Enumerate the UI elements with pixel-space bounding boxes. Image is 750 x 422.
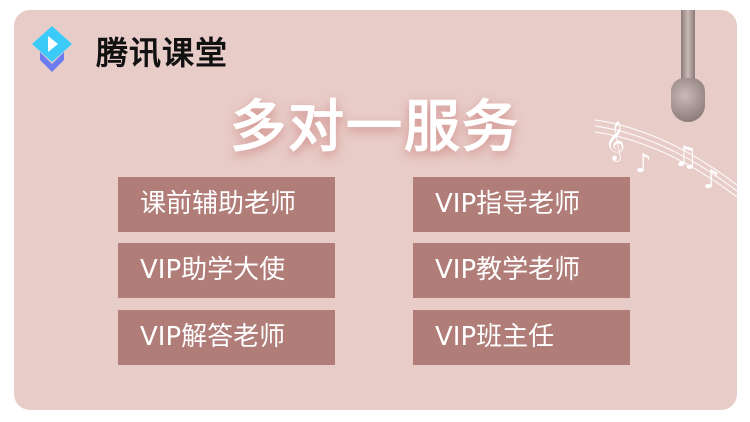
svg-text:𝄞: 𝄞 <box>605 121 625 162</box>
microphone-icon <box>668 10 710 122</box>
service-vip-answer-teacher[interactable]: VIP解答老师 <box>118 310 335 365</box>
tencent-classroom-logo-icon <box>32 26 72 72</box>
service-vip-study-ambassador[interactable]: VIP助学大使 <box>118 243 335 298</box>
svg-text:♫: ♫ <box>673 140 698 173</box>
brand-name: 腾讯课堂 <box>96 34 229 72</box>
svg-text:♪: ♪ <box>635 149 652 179</box>
service-vip-class-head[interactable]: VIP班主任 <box>413 310 630 365</box>
svg-text:♪: ♪ <box>703 165 720 195</box>
headline: 多对一服务 <box>230 95 520 160</box>
service-vip-guidance-teacher[interactable]: VIP指导老师 <box>413 177 630 232</box>
service-vip-teaching-teacher[interactable]: VIP教学老师 <box>413 243 630 298</box>
service-pre-class-assistant-teacher[interactable]: 课前辅助老师 <box>118 177 335 232</box>
music-notes-icon: 𝄞 ♪ ♫ ♪ <box>595 119 737 198</box>
